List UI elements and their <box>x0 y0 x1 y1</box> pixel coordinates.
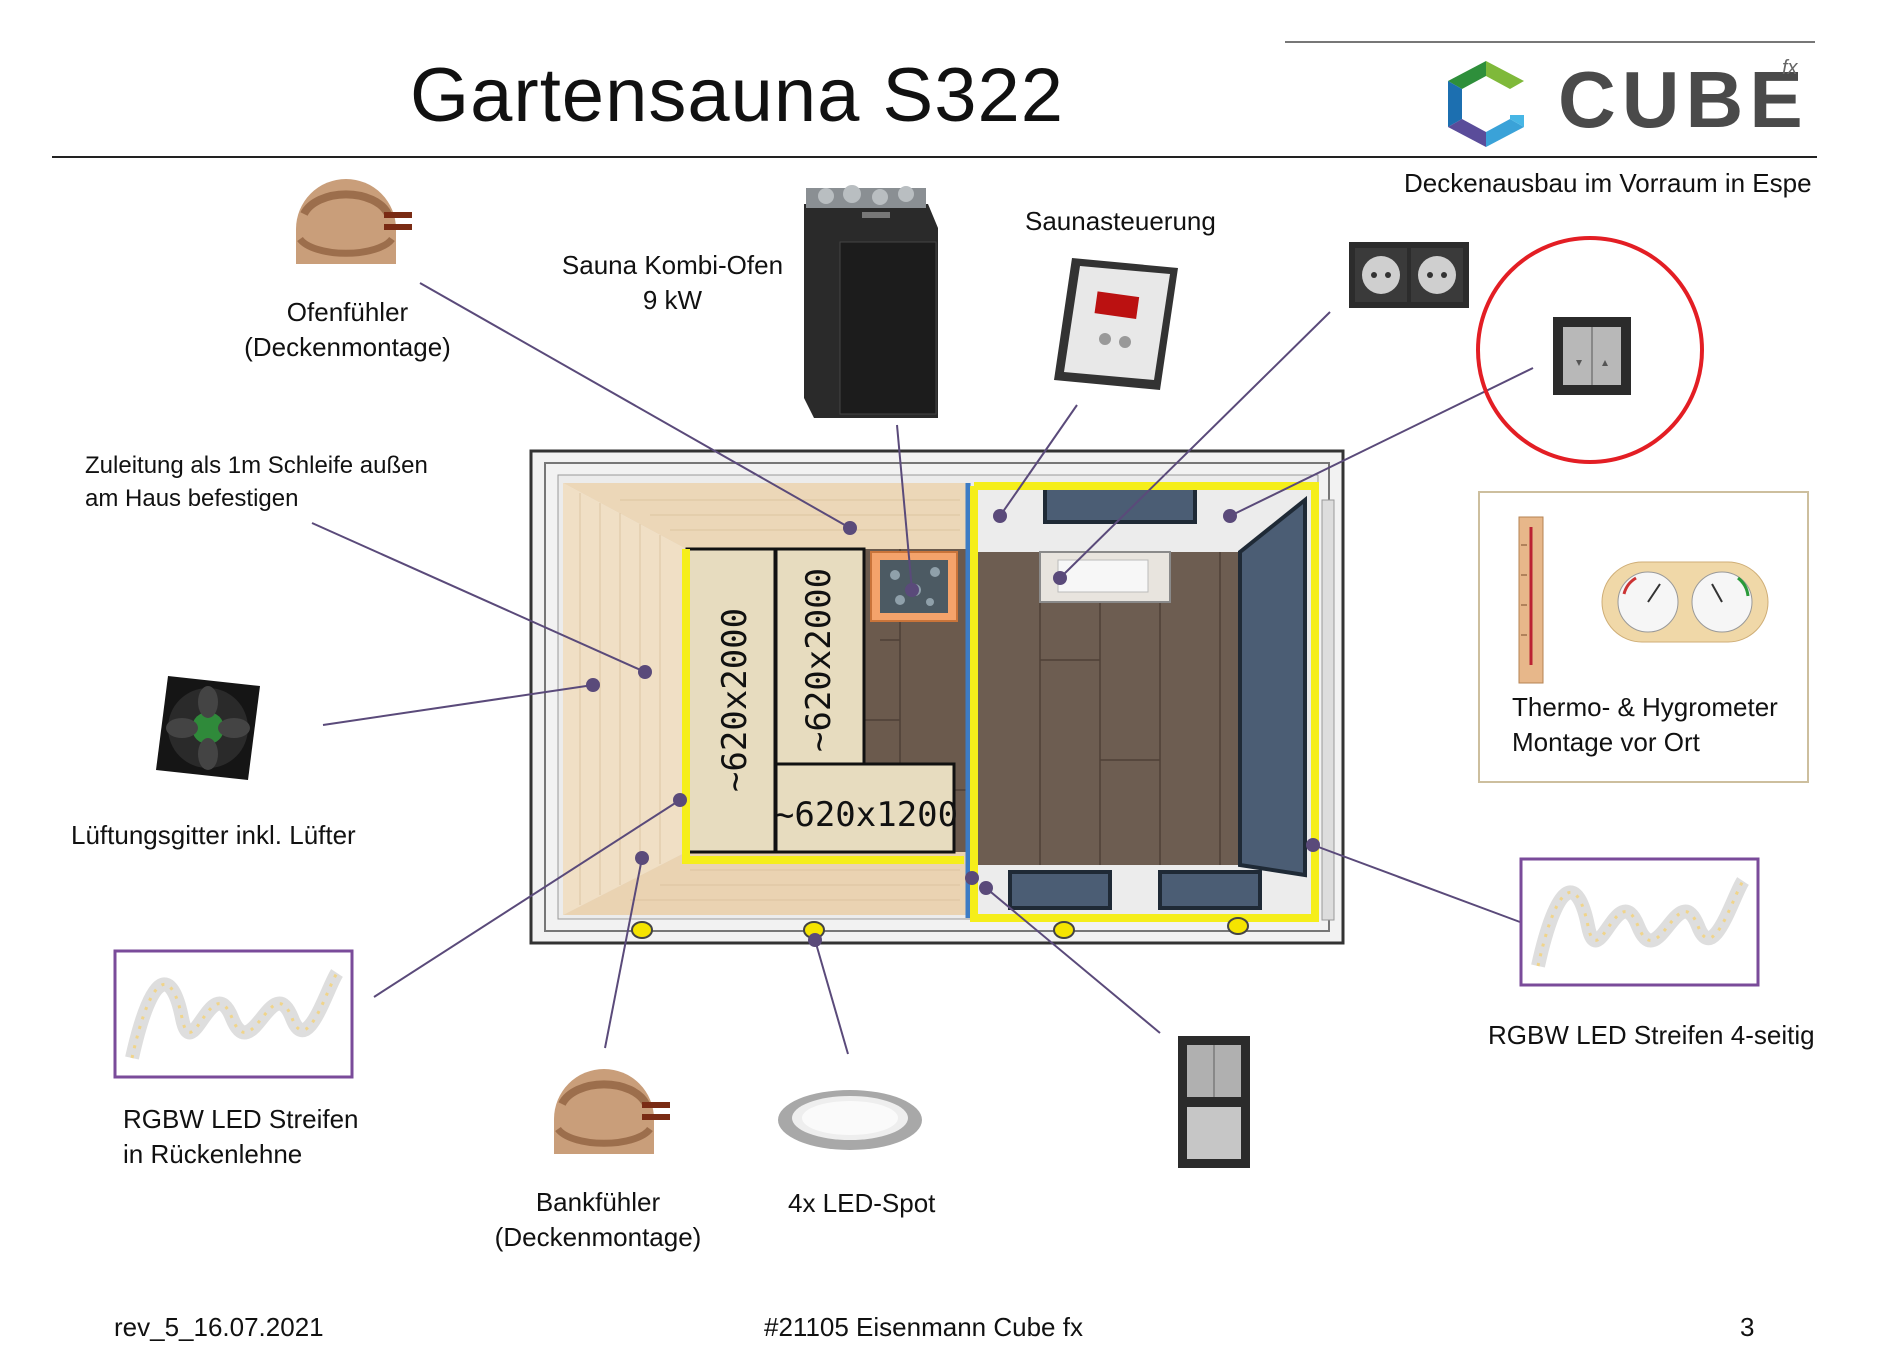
label-spot: 4x LED-Spot <box>788 1188 936 1218</box>
sauna-wall-bottom <box>563 852 968 915</box>
label-led-room: RGBW LED Streifen 4-seitig <box>1488 1020 1815 1050</box>
glass-front-right <box>1238 495 1307 878</box>
label-ofenfuehler: Ofenfühler (Deckenmontage) <box>244 297 451 362</box>
thermometer-icon <box>1518 516 1544 684</box>
power-socket-icon <box>1349 242 1469 308</box>
label-zuleitung: Zuleitung als 1m Schleife außen am Haus … <box>85 452 428 512</box>
footer-revision: rev_5_16.07.2021 <box>114 1312 324 1342</box>
label-ofen: Sauna Kombi-Ofen 9 kW <box>561 250 784 315</box>
header-rule-bottom <box>52 156 1817 158</box>
footer-page-number: 3 <box>1740 1312 1755 1342</box>
leader-socket <box>1059 311 1331 579</box>
label-decke: Deckenausbau im Vorraum in Espe <box>1404 168 1812 198</box>
footer-project: #21105 Eisenmann Cube fx <box>764 1312 1083 1342</box>
header-rule-top <box>1285 41 1815 43</box>
sauna-control-icon <box>1054 258 1178 390</box>
leader-bank <box>604 857 643 1049</box>
leader-ofen <box>896 424 913 591</box>
bank-sensor-icon <box>554 1069 670 1154</box>
bench-dim-3: ~620x1200 <box>774 795 958 835</box>
brand-name: CUBE <box>1558 55 1809 144</box>
led-outline-sauna <box>682 549 964 864</box>
led-spot-icon <box>778 1090 922 1150</box>
highlight-circle <box>1476 236 1704 464</box>
led-strip-icon <box>125 969 344 1060</box>
leader-led-room <box>1312 844 1521 923</box>
bench-dim-2: ~620x2000 <box>799 568 839 752</box>
bench-dim-1: ~620x2000 <box>715 608 755 792</box>
label-thermo: Thermo- & Hygrometer Montage vor Ort <box>1512 692 1778 757</box>
label-led-back: RGBW LED Streifen in Rückenlehne <box>123 1104 359 1169</box>
label-steuerung: Saunasteuerung <box>1025 206 1216 236</box>
window-top <box>1043 486 1197 524</box>
blind-switch-icon <box>1553 317 1631 395</box>
leader-blind-switch <box>1229 367 1534 517</box>
bench-left <box>685 547 777 854</box>
hygrometer-icon <box>1601 561 1769 643</box>
fan-icon <box>156 676 260 780</box>
sauna-heater-icon <box>804 185 938 418</box>
bench-lower <box>774 762 956 854</box>
led-outline-antechamber <box>970 482 1319 922</box>
brand-suffix: fx <box>1782 57 1798 79</box>
cube-logo-icon <box>1448 61 1524 147</box>
page-title: Gartensauna S322 <box>410 53 1065 138</box>
leader-lueftung <box>322 684 594 726</box>
led-spot-plan-1 <box>631 921 653 939</box>
sensor-icon <box>296 179 412 264</box>
antechamber-floor <box>978 552 1240 865</box>
leader-ofenfuehler <box>419 282 851 529</box>
sauna-wall-left <box>563 483 686 915</box>
label-bankfuehler: Bankfühler (Deckenmontage) <box>494 1187 702 1252</box>
leader-zuleitung <box>311 522 646 673</box>
led-spot-plan-3 <box>1053 921 1075 939</box>
bench-middle <box>774 547 866 766</box>
led-spot-plan-4 <box>1227 917 1249 935</box>
leader-spot <box>814 939 849 1055</box>
label-lueftung: Lüftungsgitter inkl. Lüfter <box>71 820 356 850</box>
led-strip-icon-room <box>1531 877 1750 968</box>
leader-led-back <box>373 799 681 998</box>
brand-logo: CUBE fx <box>1440 55 1803 147</box>
light-switch-icon <box>1178 1036 1250 1168</box>
window-bottom-right <box>1158 870 1262 910</box>
window-bottom-left <box>1008 870 1112 910</box>
leader-switch <box>985 887 1161 1034</box>
leader-steuerung <box>999 404 1078 517</box>
